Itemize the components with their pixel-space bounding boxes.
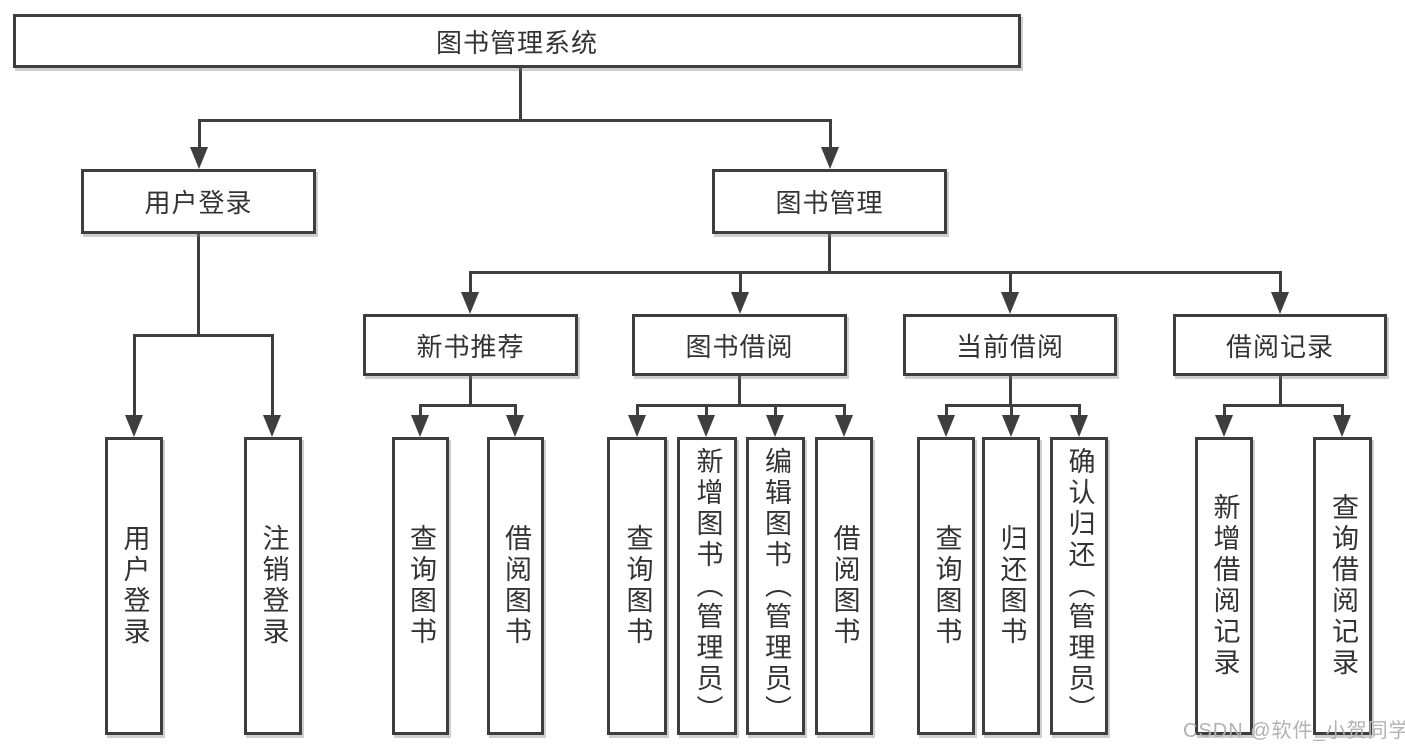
connector-trunk-line (469, 376, 472, 407)
connector-stub-line (1078, 407, 1081, 415)
leaf-add-book-admin: 新增图书（管理员） (677, 437, 737, 735)
arrow-down-icon (835, 415, 853, 437)
arrow-down-icon (937, 415, 955, 437)
arrow-down-icon (1001, 292, 1019, 314)
connector-trunk-line (1279, 376, 1282, 407)
connector-trunk-line (519, 68, 522, 122)
leaf-label: 用户登录 (119, 524, 150, 648)
leaf-borrow-books-newbooks: 借阅图书 (487, 437, 544, 735)
leaf-add-borrow-record: 新增借阅记录 (1195, 437, 1253, 735)
arrow-down-icon (506, 415, 524, 437)
connector-rail-line (1223, 404, 1344, 407)
connector-stub-line (1223, 407, 1226, 415)
leaf-label: 借阅图书 (501, 524, 531, 648)
arrow-down-icon (263, 415, 281, 437)
arrow-down-icon (1215, 415, 1233, 437)
leaf-confirm-return-admin: 确认归还（管理员） (1050, 437, 1108, 735)
arrow-down-icon (190, 147, 208, 169)
connector-stub-line (133, 337, 136, 415)
connector-trunk-line (738, 376, 741, 407)
leaf-query-books-borrowing: 查询图书 (607, 437, 667, 735)
leaf-label: 新增图书（管理员） (692, 446, 723, 726)
connector-stub-line (271, 337, 274, 415)
connector-rail-line (133, 334, 274, 337)
arrow-down-icon (766, 415, 784, 437)
connector-stub-line (739, 274, 742, 292)
node-borrow-records: 借阅记录 (1173, 314, 1387, 376)
connector-trunk-line (197, 234, 200, 337)
node-book-borrowing: 图书借阅 (632, 314, 847, 376)
connector-stub-line (1279, 274, 1282, 292)
leaf-label: 确认归还（管理员） (1064, 446, 1095, 726)
leaf-query-books-newbooks: 查询图书 (392, 437, 449, 735)
connector-stub-line (419, 407, 422, 415)
leaf-return-books: 归还图书 (982, 437, 1040, 735)
arrow-down-icon (411, 415, 429, 437)
node-new-book-recommend: 新书推荐 (363, 314, 578, 376)
connector-stub-line (514, 407, 517, 415)
leaf-label: 查询图书 (622, 524, 653, 648)
node-user-login: 用户登录 (81, 169, 316, 234)
connector-stub-line (829, 122, 832, 147)
arrow-down-icon (731, 292, 749, 314)
arrow-down-icon (1070, 415, 1088, 437)
connector-trunk-line (1009, 376, 1012, 407)
leaf-label: 编辑图书（管理员） (761, 446, 791, 726)
csdn-watermark: CSDN @软件_小贺同学 (1183, 720, 1405, 742)
connector-stub-line (705, 407, 708, 415)
leaf-label: 查询图书 (406, 524, 436, 648)
leaf-label: 查询借阅记录 (1328, 493, 1358, 679)
leaf-label: 查询图书 (931, 524, 962, 648)
leaf-label: 归还图书 (996, 524, 1027, 648)
connector-stub-line (1009, 274, 1012, 292)
leaf-borrow-books-borrowing: 借阅图书 (815, 437, 873, 735)
leaf-label: 新增借阅记录 (1209, 493, 1240, 679)
connector-stub-line (945, 407, 948, 415)
leaf-query-borrow-record: 查询借阅记录 (1313, 437, 1372, 735)
leaf-query-books-current: 查询图书 (917, 437, 975, 735)
arrow-down-icon (461, 292, 479, 314)
leaf-logout-login: 注销登录 (244, 437, 302, 735)
connector-stub-line (469, 274, 472, 292)
leaf-edit-book-admin: 编辑图书（管理员） (746, 437, 805, 735)
connector-rail-line (945, 404, 1081, 407)
connector-stub-line (774, 407, 777, 415)
arrow-down-icon (697, 415, 715, 437)
connector-stub-line (843, 407, 846, 415)
leaf-user-login: 用户登录 (105, 437, 163, 735)
leaf-label: 注销登录 (258, 524, 289, 648)
node-library-management-system: 图书管理系统 (13, 14, 1021, 68)
connector-rail-line (419, 404, 517, 407)
connector-trunk-line (828, 234, 831, 274)
arrow-down-icon (1333, 415, 1351, 437)
connector-stub-line (1010, 407, 1013, 415)
connector-stub-line (636, 407, 639, 415)
node-book-management: 图书管理 (712, 169, 947, 234)
node-current-borrowing: 当前借阅 (903, 314, 1117, 376)
connector-rail-line (198, 119, 832, 122)
connector-stub-line (1341, 407, 1344, 415)
leaf-label: 借阅图书 (829, 524, 860, 648)
arrow-down-icon (628, 415, 646, 437)
arrow-down-icon (125, 415, 143, 437)
connector-stub-line (198, 122, 201, 147)
arrow-down-icon (1271, 292, 1289, 314)
arrow-down-icon (1002, 415, 1020, 437)
connector-rail-line (469, 271, 1282, 274)
connector-rail-line (636, 404, 846, 407)
arrow-down-icon (821, 147, 839, 169)
